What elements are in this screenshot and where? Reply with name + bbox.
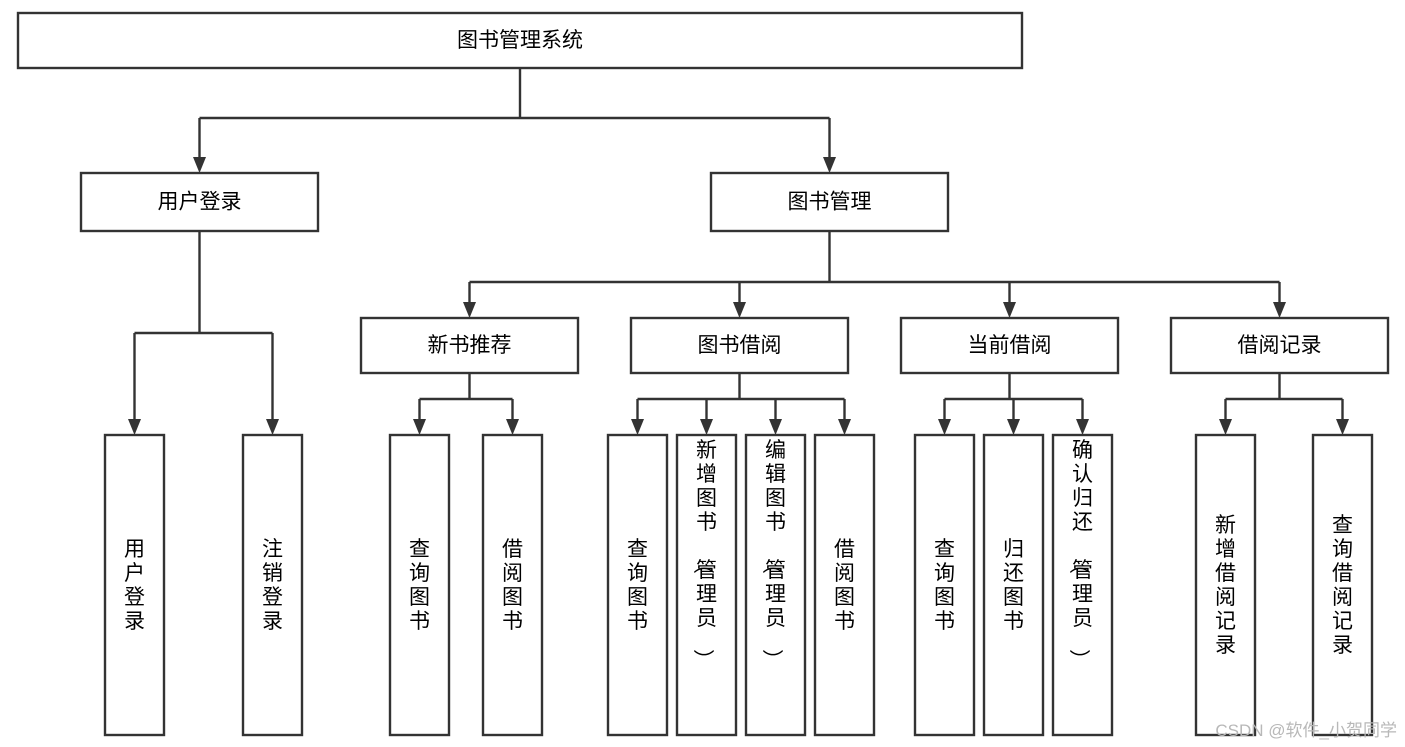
- node-label-leaf-query-book-2: 查询图书: [627, 538, 648, 633]
- node-label-borrow-record: 借阅记录: [1238, 334, 1322, 357]
- node-user-login[interactable]: 用户登录: [79, 171, 320, 233]
- node-box-leaf-borrow-book-2: [813, 433, 876, 737]
- arrow-borrow-record: [1273, 302, 1286, 318]
- arrow-leaf-borrow-book-1: [506, 419, 519, 435]
- node-root[interactable]: 图书管理系统: [16, 11, 1024, 70]
- node-current-borrow[interactable]: 当前借阅: [899, 316, 1120, 375]
- arrow-leaf-user-login: [128, 419, 141, 435]
- node-box-borrow-record: [1169, 316, 1390, 375]
- node-box-book-manage: [709, 171, 950, 233]
- arrow-leaf-confirm-return: [1076, 419, 1089, 435]
- arrow-leaf-query-book-2: [631, 419, 644, 435]
- node-label-leaf-logout-login: 注销登录: [262, 538, 283, 633]
- node-leaf-query-record[interactable]: 查询借阅记录: [1311, 433, 1374, 737]
- node-layer: 图书管理系统用户登录图书管理新书推荐图书借阅当前借阅借阅记录用户登录注销登录查询…: [16, 11, 1390, 737]
- node-leaf-confirm-return[interactable]: 确认归还（管理员）: [1051, 433, 1114, 737]
- node-label-current-borrow: 当前借阅: [968, 334, 1052, 357]
- node-borrow-record[interactable]: 借阅记录: [1169, 316, 1390, 375]
- node-box-root: [16, 11, 1024, 70]
- arrow-leaf-query-record: [1336, 419, 1349, 435]
- node-box-leaf-confirm-return: [1051, 433, 1114, 737]
- node-box-new-book-recommend: [359, 316, 580, 375]
- node-leaf-query-book-2[interactable]: 查询图书: [606, 433, 669, 737]
- node-leaf-add-record[interactable]: 新增借阅记录: [1194, 433, 1257, 737]
- node-leaf-query-book-1[interactable]: 查询图书: [388, 433, 451, 737]
- node-leaf-logout-login[interactable]: 注销登录: [241, 433, 304, 737]
- node-label-book-borrow: 图书借阅: [698, 334, 782, 357]
- arrow-leaf-return-book: [1007, 419, 1020, 435]
- arrow-leaf-logout-login: [266, 419, 279, 435]
- node-label-leaf-borrow-book-1: 借阅图书: [502, 538, 523, 633]
- node-box-leaf-query-book-3: [913, 433, 976, 737]
- node-new-book-recommend[interactable]: 新书推荐: [359, 316, 580, 375]
- node-leaf-add-book[interactable]: 新增图书（管理员）: [675, 433, 738, 737]
- node-label-leaf-query-record: 查询借阅记录: [1332, 514, 1353, 657]
- node-leaf-query-book-3[interactable]: 查询图书: [913, 433, 976, 737]
- node-label-user-login: 用户登录: [158, 191, 242, 214]
- node-box-leaf-query-record: [1311, 433, 1374, 737]
- node-book-borrow[interactable]: 图书借阅: [629, 316, 850, 375]
- arrow-current-borrow: [1003, 302, 1016, 318]
- node-box-leaf-user-login: [103, 433, 166, 737]
- connector-group-new-book-recommend: [413, 373, 519, 435]
- arrow-leaf-query-book-1: [413, 419, 426, 435]
- node-label-leaf-query-book-3: 查询图书: [934, 538, 955, 633]
- connector-group-borrow-record: [1219, 373, 1349, 435]
- node-box-leaf-return-book: [982, 433, 1045, 737]
- node-box-leaf-add-record: [1194, 433, 1257, 737]
- node-label-leaf-query-book-1: 查询图书: [409, 538, 430, 633]
- arrow-leaf-add-record: [1219, 419, 1232, 435]
- node-leaf-edit-book[interactable]: 编辑图书（管理员）: [744, 433, 807, 737]
- node-label-root: 图书管理系统: [457, 29, 583, 52]
- node-leaf-return-book[interactable]: 归还图书: [982, 433, 1045, 737]
- node-box-leaf-query-book-1: [388, 433, 451, 737]
- node-leaf-borrow-book-1[interactable]: 借阅图书: [481, 433, 544, 737]
- node-label-leaf-borrow-book-2: 借阅图书: [834, 538, 855, 633]
- arrow-user-login: [193, 157, 206, 173]
- arrow-leaf-query-book-3: [938, 419, 951, 435]
- connector-group-root: [193, 68, 836, 173]
- node-box-leaf-query-book-2: [606, 433, 669, 737]
- node-box-book-borrow: [629, 316, 850, 375]
- node-label-book-manage: 图书管理: [788, 191, 872, 214]
- connector-group-book-manage: [463, 231, 1286, 318]
- node-box-user-login: [79, 171, 320, 233]
- arrow-book-borrow: [733, 302, 746, 318]
- node-label-leaf-return-book: 归还图书: [1003, 538, 1024, 633]
- connector-group-book-borrow: [631, 373, 851, 435]
- node-box-current-borrow: [899, 316, 1120, 375]
- node-book-manage[interactable]: 图书管理: [709, 171, 950, 233]
- node-box-leaf-logout-login: [241, 433, 304, 737]
- arrow-leaf-edit-book: [769, 419, 782, 435]
- node-box-leaf-edit-book: [744, 433, 807, 737]
- connector-group-current-borrow: [938, 373, 1089, 435]
- arrow-book-manage: [823, 157, 836, 173]
- node-leaf-borrow-book-2[interactable]: 借阅图书: [813, 433, 876, 737]
- node-leaf-user-login[interactable]: 用户登录: [103, 433, 166, 737]
- node-label-new-book-recommend: 新书推荐: [428, 334, 512, 357]
- arrow-new-book-recommend: [463, 302, 476, 318]
- arrow-leaf-borrow-book-2: [838, 419, 851, 435]
- node-box-leaf-borrow-book-1: [481, 433, 544, 737]
- node-label-leaf-edit-book: 编辑图书（管理员）: [760, 439, 786, 670]
- node-box-leaf-add-book: [675, 433, 738, 737]
- connector-group-user-login: [128, 231, 279, 435]
- node-label-leaf-add-record: 新增借阅记录: [1215, 514, 1236, 657]
- node-label-leaf-user-login: 用户登录: [124, 538, 145, 633]
- connector-layer: [128, 68, 1349, 435]
- node-label-leaf-confirm-return: 确认归还（管理员）: [1067, 439, 1093, 670]
- node-label-leaf-add-book: 新增图书（管理员）: [691, 439, 717, 670]
- arrow-leaf-add-book: [700, 419, 713, 435]
